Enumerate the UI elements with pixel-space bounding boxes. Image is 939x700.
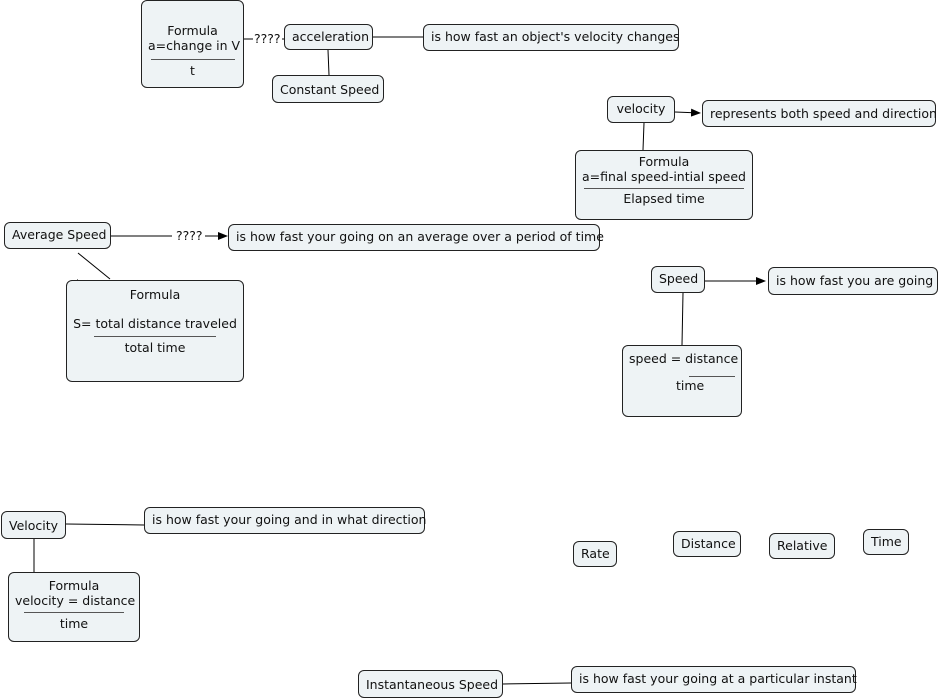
velocity-bottom-description-node[interactable]: is how fast your going and in what direc… bbox=[144, 507, 426, 534]
formula-average-speed-node[interactable]: Formula S= total distance traveled total… bbox=[66, 280, 244, 382]
relative-node[interactable]: Relative bbox=[769, 533, 835, 559]
average-speed-description-node[interactable]: is how fast your going on an average ove… bbox=[228, 224, 604, 251]
rate-node[interactable]: Rate bbox=[573, 541, 617, 567]
formula-denominator: total time bbox=[124, 340, 186, 355]
speed-formula-node[interactable]: speed = distance time bbox=[622, 345, 742, 417]
formula-denominator: time bbox=[59, 616, 89, 631]
average-speed-node[interactable]: Average Speed bbox=[4, 222, 111, 249]
formula-denominator: t bbox=[190, 63, 195, 78]
link-velocity-bottom-desc bbox=[65, 523, 145, 526]
distance-node[interactable]: Distance bbox=[673, 531, 741, 557]
formula-title: Formula bbox=[129, 287, 181, 302]
velocity-bottom-node[interactable]: Velocity bbox=[1, 511, 66, 539]
speed-node[interactable]: Speed bbox=[651, 266, 705, 293]
link-acceleration-constant bbox=[327, 49, 330, 76]
formula-denominator: time bbox=[676, 378, 705, 393]
constant-speed-node[interactable]: Constant Speed bbox=[272, 75, 384, 103]
time-node[interactable]: Time bbox=[863, 529, 909, 555]
link-label-average-desc: ???? bbox=[175, 228, 204, 243]
speed-description-node[interactable]: is how fast you are going bbox=[768, 267, 938, 295]
formula-acceleration-node[interactable]: Formula a=change in V t bbox=[141, 0, 244, 88]
formula-title: Formula bbox=[48, 578, 100, 593]
velocity-top-node[interactable]: velocity bbox=[607, 96, 675, 123]
acceleration-node[interactable]: acceleration bbox=[284, 24, 373, 50]
formula-numerator: speed = distance bbox=[629, 351, 739, 366]
formula-numerator: a=final speed-intial speed bbox=[582, 169, 746, 184]
link-velocity-formula bbox=[642, 122, 645, 151]
formula-numerator: velocity = distance bbox=[15, 593, 136, 608]
formula-title: Formula bbox=[638, 154, 690, 169]
acceleration-description-node[interactable]: is how fast an object's velocity changes bbox=[423, 24, 680, 51]
formula-numerator: S= total distance traveled bbox=[73, 316, 237, 331]
formula-title: Formula bbox=[167, 23, 218, 38]
formula-denominator: Elapsed time bbox=[623, 191, 705, 206]
formula-velocity-bottom-node[interactable]: Formula velocity = distance time bbox=[8, 572, 140, 642]
velocity-top-description-node[interactable]: represents both speed and direction bbox=[702, 100, 937, 127]
link-label-formula-accel: ???? bbox=[253, 31, 282, 46]
instantaneous-speed-node[interactable]: Instantaneous Speed bbox=[358, 670, 503, 698]
link-formula-average bbox=[77, 252, 111, 280]
formula-velocity-top-node[interactable]: Formula a=final speed-intial speed Elaps… bbox=[575, 150, 753, 220]
instantaneous-description-node[interactable]: is how fast your going at a particular i… bbox=[571, 666, 857, 693]
link-velocity-desc bbox=[674, 108, 701, 117]
link-speed-formula bbox=[681, 292, 684, 346]
link-instantaneous-desc bbox=[502, 682, 572, 685]
formula-numerator: a=change in V bbox=[148, 38, 241, 53]
